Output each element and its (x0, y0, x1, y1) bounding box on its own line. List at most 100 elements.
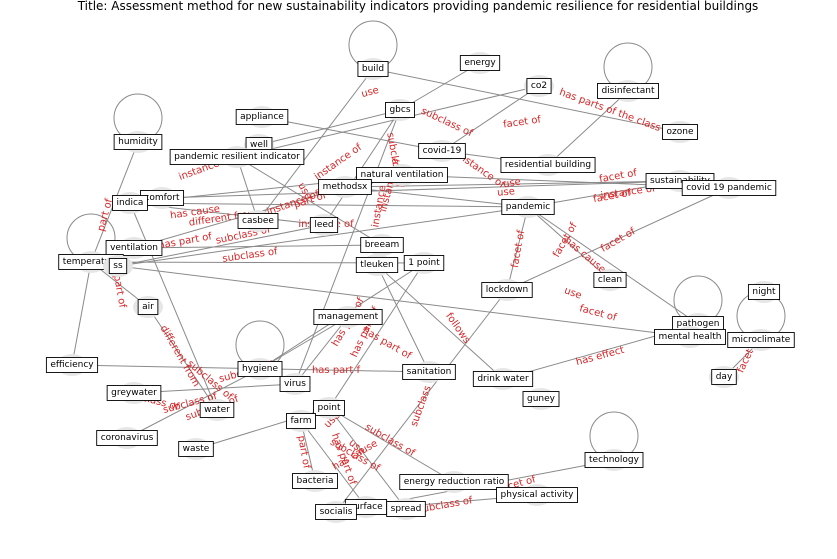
nodes-layer: energy build co2 disinfectant gbcs appliance o… (45, 52, 795, 523)
node-box (500, 157, 596, 173)
graph-node[interactable]: night (747, 281, 781, 303)
graph-node[interactable]: socialis (315, 501, 357, 523)
graph-node[interactable]: guney (522, 388, 560, 410)
graph-node[interactable]: build (357, 58, 389, 80)
graph-node[interactable]: physical activity (496, 484, 578, 506)
node-label: waste (183, 444, 210, 454)
node-label: bacteria (297, 476, 334, 486)
edge-line (527, 206, 699, 325)
node-box (356, 167, 448, 183)
node-label: casbee (242, 216, 274, 226)
node-label: management (318, 312, 379, 322)
graph-node[interactable]: energy (459, 52, 501, 74)
graph-node[interactable]: coronavirus (96, 427, 158, 449)
graph-node[interactable]: indica (112, 192, 148, 214)
edge-line (506, 206, 530, 291)
graph-node[interactable]: gbcs (385, 99, 415, 121)
node-label: greywater (111, 388, 157, 398)
edge-line (126, 368, 261, 439)
edge-label: has part of (361, 325, 414, 362)
edge-label: facet of (502, 114, 542, 130)
edge-line (335, 289, 508, 513)
node-label: build (362, 64, 384, 74)
graph-node[interactable]: point (313, 397, 345, 419)
node-box (199, 402, 235, 418)
node-label: virus (284, 379, 306, 389)
graph-node[interactable]: air (133, 296, 163, 318)
node-box (501, 199, 555, 215)
graph-node[interactable]: clean (593, 269, 627, 291)
graph-node[interactable]: waste (178, 438, 214, 460)
graph-node[interactable]: drink water (472, 368, 534, 390)
node-label: energy (464, 58, 496, 68)
graph-title: Title: Assessment method for new sustain… (77, 0, 759, 13)
node-box (112, 195, 148, 211)
graph-node[interactable]: breeam (360, 234, 404, 256)
graph-node[interactable]: bacteria (292, 470, 338, 492)
graph-node[interactable]: microclimate (727, 329, 795, 351)
graph-node[interactable]: farm (286, 410, 316, 432)
graph-node[interactable]: humidity (113, 131, 163, 153)
graph-node[interactable]: efficiency (45, 354, 99, 376)
graph-node[interactable]: spread (386, 498, 426, 520)
graph-node[interactable]: disinfectant (597, 80, 659, 102)
graph-node[interactable]: greywater (106, 382, 162, 404)
graph-node[interactable]: energy reduction ratio (399, 471, 509, 493)
graph-node[interactable]: mental health (654, 326, 726, 348)
graph-node[interactable]: pandemic (501, 196, 555, 218)
graph-node[interactable]: residential building (500, 154, 596, 176)
graph-node[interactable]: tleuken (355, 254, 399, 276)
graph-node[interactable]: covid-19 (418, 140, 466, 162)
node-box (313, 309, 383, 325)
node-label: technology (589, 455, 640, 465)
edge-line (161, 178, 681, 199)
node-label: night (752, 287, 776, 297)
edge-label: facet of (599, 226, 638, 255)
edge-line (344, 186, 529, 210)
node-label: sustainability (650, 176, 711, 186)
graph-node[interactable]: pandemic resilient indicator (169, 146, 305, 168)
node-label: gbcs (389, 105, 410, 115)
node-box (496, 487, 578, 503)
edge-label: subclass of (419, 106, 474, 140)
node-label: pandemic resilient indicator (174, 152, 300, 162)
graph-node[interactable]: covid 19 pandemic (681, 177, 777, 199)
graph-node[interactable]: co2 (524, 75, 554, 97)
edge-line (129, 202, 218, 411)
graph-node[interactable]: casbee (237, 210, 279, 232)
edge-line (294, 316, 349, 385)
graph-node[interactable]: ozone (662, 121, 698, 143)
graph-node[interactable]: water (199, 399, 235, 421)
node-box (237, 213, 279, 229)
node-box (45, 357, 99, 373)
edge-line (117, 204, 529, 267)
graph-node[interactable]: day (709, 366, 739, 388)
edge-label: different from (158, 324, 202, 389)
edge-label: has effect (575, 345, 626, 368)
edge-label: use (563, 285, 583, 301)
node-label: ss (113, 261, 123, 271)
graph-node[interactable]: leed (309, 214, 339, 236)
node-box (526, 78, 552, 94)
graph-node[interactable]: 1 point (403, 252, 445, 274)
graph-node[interactable]: technology (584, 449, 644, 471)
node-label: mental health (659, 332, 722, 342)
node-label: covid-19 (423, 146, 462, 156)
graph-node[interactable]: natural ventilation (356, 164, 448, 186)
node-label: ozone (667, 127, 694, 137)
graph-node[interactable]: management (313, 306, 383, 328)
graph-node[interactable]: appliance (235, 106, 289, 128)
node-box (286, 413, 316, 429)
graph-node[interactable]: ss (103, 255, 133, 277)
graph-node[interactable]: comfort (139, 187, 185, 209)
node-box (597, 83, 659, 99)
graph-node[interactable]: methodsx (318, 176, 372, 198)
node-box (137, 299, 159, 315)
graph-node[interactable]: ventilation (105, 237, 163, 259)
graph-node[interactable]: virus (279, 373, 311, 395)
graph-node[interactable]: sanitation (402, 361, 456, 383)
node-label: farm (291, 416, 312, 426)
graph-node[interactable]: lockdown (481, 279, 533, 301)
graph-node[interactable]: hygiene (237, 358, 283, 380)
